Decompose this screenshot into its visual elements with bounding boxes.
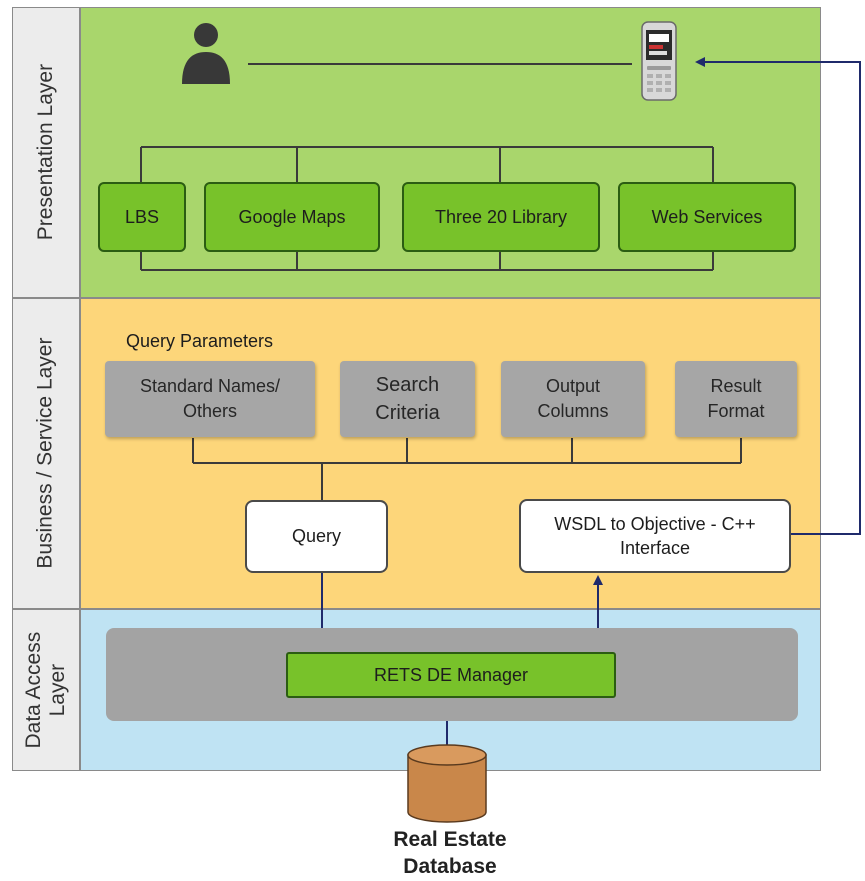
param-standard-names-label: Standard Names/ Others bbox=[139, 375, 281, 421]
web-services-module: Web Services bbox=[618, 182, 796, 252]
param-result-format-label: Result Format bbox=[707, 375, 765, 421]
business-layer-label: Business / Service Layer bbox=[12, 298, 80, 609]
google-maps-module-label: Google Maps bbox=[238, 206, 346, 227]
mobile-phone-icon bbox=[641, 21, 677, 101]
query-box: Query bbox=[245, 500, 388, 573]
param-search-criteria-label: Search Criteria bbox=[375, 374, 440, 424]
three20-library-module-label: Three 20 Library bbox=[434, 206, 568, 227]
param-search-criteria: Search Criteria bbox=[340, 361, 475, 437]
wsdl-to-phone-arrow bbox=[695, 57, 861, 535]
rets-de-manager: RETS DE Manager bbox=[286, 652, 616, 698]
wsdl-interface-box: WSDL to Objective - C++ Interface bbox=[519, 499, 791, 573]
param-output-columns-label: Output Columns bbox=[537, 375, 609, 421]
user-icon bbox=[182, 23, 230, 84]
param-output-columns: Output Columns bbox=[501, 361, 645, 437]
three20-library-module: Three 20 Library bbox=[402, 182, 600, 252]
param-standard-names: Standard Names/ Others bbox=[105, 361, 315, 437]
data-access-layer-label: Data Access Layer bbox=[12, 609, 80, 771]
query-box-label: Query bbox=[291, 526, 342, 547]
database-icon bbox=[407, 744, 487, 823]
web-services-module-label: Web Services bbox=[651, 206, 763, 227]
param-result-format: Result Format bbox=[675, 361, 797, 437]
database-label: Real Estate Database bbox=[393, 828, 507, 879]
wsdl-interface-box-label: WSDL to Objective - C++ Interface bbox=[554, 513, 756, 558]
lbs-module: LBS bbox=[98, 182, 186, 252]
rets-de-manager-label: RETS DE Manager bbox=[373, 664, 529, 685]
query-parameters-title: Query Parameters bbox=[126, 331, 274, 351]
presentation-layer-label: Presentation Layer bbox=[12, 7, 80, 298]
lbs-module-label: LBS bbox=[124, 206, 160, 227]
google-maps-module: Google Maps bbox=[204, 182, 380, 252]
